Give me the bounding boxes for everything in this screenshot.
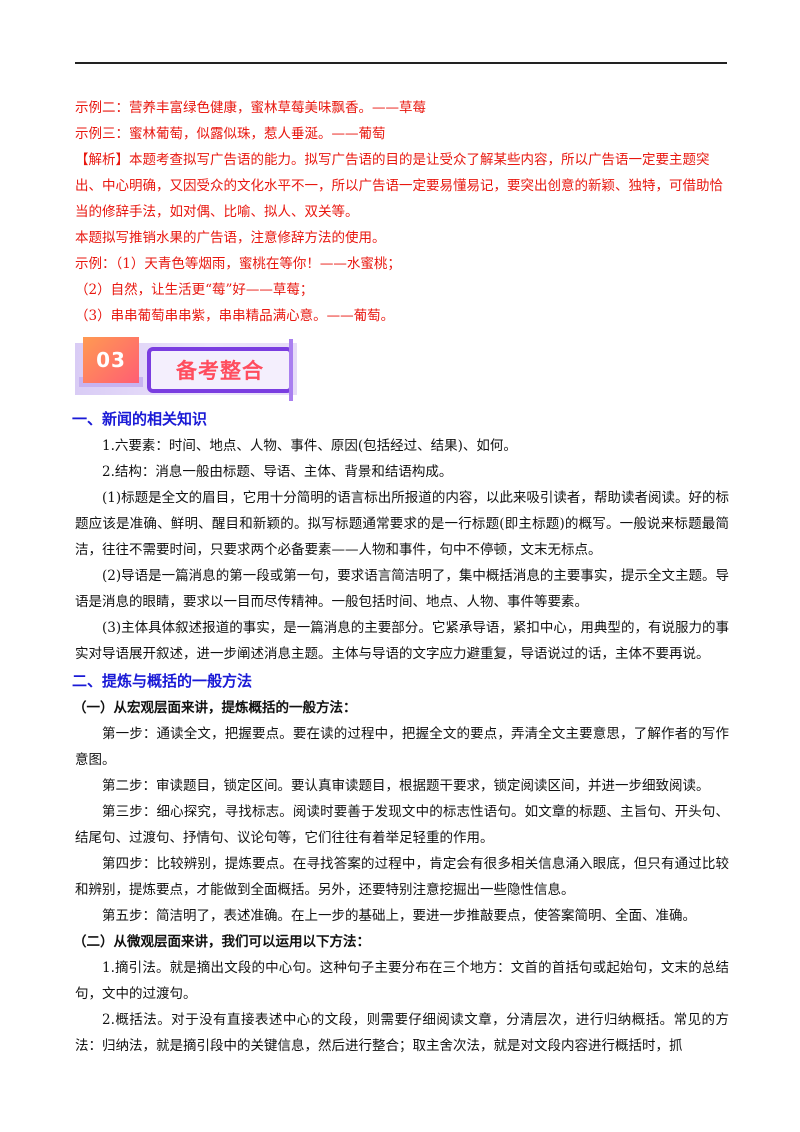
section2-subheading-1: （一）从宏观层面来讲，提炼概括的一般方法： xyxy=(73,700,357,716)
section1-paragraph: (3)主体具体叙述报道的事实，是一篇消息的主要部分。它紧承导语，紧扣中心，用典型… xyxy=(75,620,729,662)
answer-sample-2: （2）自然，让生活更“莓”好——草莓； xyxy=(75,282,314,298)
section2-step: 第三步：细心探究，寻找标志。阅读时要善于发现文中的标志性语句。如文章的标题、主旨… xyxy=(75,804,729,846)
banner-title: 备考整合 xyxy=(176,359,264,383)
section2-method: 1.摘引法。就是摘出文段的中心句。这种句子主要分布在三个地方：文首的首括句或起始… xyxy=(75,960,729,1002)
section2-step: 第二步：审读题目，锁定区间。要认真审读题目，根据题干要求，锁定阅读区间，并进一步… xyxy=(102,778,710,794)
answer-example-3: 示例三：蜜林葡萄，似露似珠，惹人垂涎。——葡萄 xyxy=(75,126,386,142)
section1-paragraph: 1.六要素：时间、地点、人物、事件、原因(包括经过、结果)、如何。 xyxy=(102,438,517,454)
section2-subheading-2: （二）从微观层面来讲，我们可以运用以下方法： xyxy=(73,934,370,950)
banner-accent-bar xyxy=(289,339,293,401)
document-body: 示例二：营养丰富绿色健康，蜜林草莓美味飘香。——草莓 示例三：蜜林葡萄，似露似珠… xyxy=(72,95,729,1059)
section1-paragraph: (1)标题是全文的眉目，它用十分简明的语言标出所报道的内容，以此来吸引读者，帮助… xyxy=(75,490,729,558)
banner-title-frame: 备考整合 xyxy=(147,347,293,393)
section-banner: 03 备考整合 xyxy=(75,337,729,401)
answer-sample-1: 示例：（1）天青色等烟雨，蜜桃在等你！——水蜜桃； xyxy=(75,256,401,272)
section2-step: 第四步：比较辨别，提炼要点。在寻找答案的过程中，肯定会有很多相关信息涌入眼底，但… xyxy=(75,856,729,898)
section1-paragraph: 2.结构：消息一般由标题、导语、主体、背景和结语构成。 xyxy=(102,464,453,480)
answer-note: 本题拟写推销水果的广告语，注意修辞方法的使用。 xyxy=(75,230,386,246)
answer-analysis: 【解析】本题考查拟写广告语的能力。拟写广告语的目的是让受众了解某些内容，所以广告… xyxy=(75,152,723,220)
section1-heading: 一、新闻的相关知识 xyxy=(72,410,208,428)
banner-number: 03 xyxy=(83,337,139,383)
header-rule xyxy=(75,62,727,64)
section2-step: 第一步：通读全文，把握要点。要在读的过程中，把握全文的要点，弄清全文主要意思，了… xyxy=(75,726,729,768)
section1-paragraph: (2)导语是一篇消息的第一段或第一句，要求语言简洁明了，集中概括消息的主要事实，… xyxy=(75,568,729,610)
section2-method: 2.概括法。对于没有直接表述中心的文段，则需要仔细阅读文章，分清层次，进行归纳概… xyxy=(75,1012,729,1054)
answer-example-2: 示例二：营养丰富绿色健康，蜜林草莓美味飘香。——草莓 xyxy=(75,100,426,116)
answer-sample-3: （3）串串葡萄串串紫，串串精品满心意。——葡萄。 xyxy=(75,308,395,324)
section2-step: 第五步：简洁明了，表述准确。在上一步的基础上，要进一步推敲要点，使答案简明、全面… xyxy=(102,908,696,924)
section2-heading: 二、提炼与概括的一般方法 xyxy=(72,672,253,690)
